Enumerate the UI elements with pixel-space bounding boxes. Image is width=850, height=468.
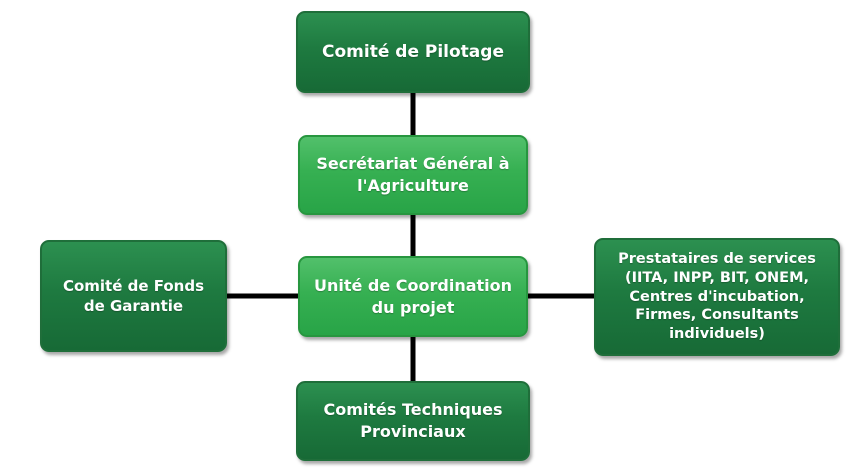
node-comite-pilotage: Comité de Pilotage <box>296 11 530 93</box>
node-unite-coordination: Unité de Coordination du projet <box>298 256 528 337</box>
node-label: Prestataires de services (IITA, INPP, BI… <box>618 250 816 343</box>
node-label: Unité de Coordination du projet <box>313 275 513 317</box>
node-comite-fonds-garantie: Comité de Fonds de Garantie <box>40 240 227 352</box>
node-prestataires-services: Prestataires de services (IITA, INPP, BI… <box>594 238 840 356</box>
node-label: Comité de Pilotage <box>322 41 504 62</box>
node-secretariat-general: Secrétariat Général à l'Agriculture <box>298 135 528 215</box>
node-comites-techniques: Comités Techniques Provinciaux <box>296 381 530 461</box>
node-label: Comités Techniques Provinciaux <box>323 400 503 441</box>
node-label: Secrétariat Général à l'Agriculture <box>316 154 510 195</box>
node-label: Comité de Fonds de Garantie <box>62 276 205 315</box>
